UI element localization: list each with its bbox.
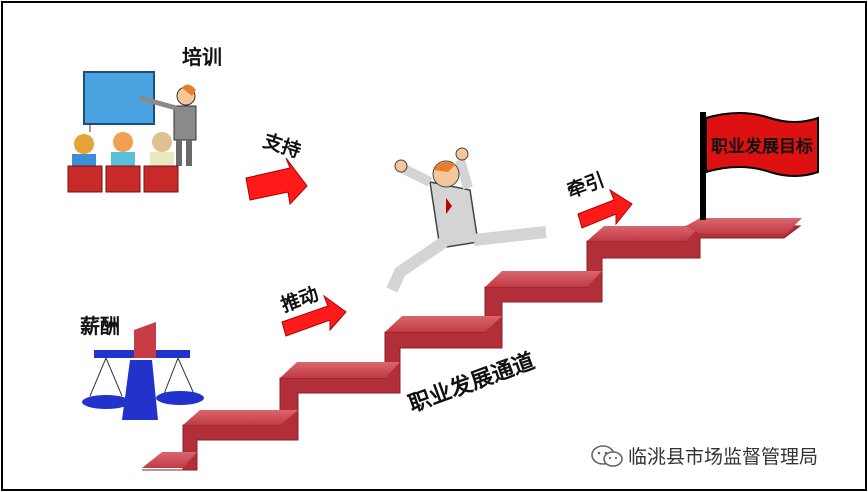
career-path-label: 职业发展通道 [405, 348, 538, 418]
stair-step [587, 226, 700, 241]
training-illustration [67, 71, 197, 193]
watermark: 临洮县市场监督管理局 [590, 442, 818, 469]
stair-step [485, 271, 602, 287]
career-staircase [142, 218, 802, 471]
push-arrow [281, 294, 347, 337]
stair-step [686, 218, 802, 234]
pull-arrow [577, 188, 633, 229]
salary-scale [82, 322, 204, 420]
wechat-icon [591, 444, 623, 467]
support-arrow [245, 157, 308, 206]
pull-label: 牵引 [564, 168, 608, 203]
jumping-businessman [386, 147, 547, 293]
stair-step [142, 452, 197, 468]
flag-label: 职业发展目标 [711, 136, 813, 157]
career-goal-flag: 职业发展目标 [700, 112, 819, 220]
training-label: 培训 [182, 45, 222, 69]
stair-step [280, 362, 400, 378]
stair-step [183, 410, 298, 425]
stair-step [385, 316, 502, 332]
salary-label: 薪酬 [80, 314, 120, 338]
support-label: 支持 [260, 129, 304, 163]
watermark-text: 临洮县市场监督管理局 [628, 446, 819, 468]
